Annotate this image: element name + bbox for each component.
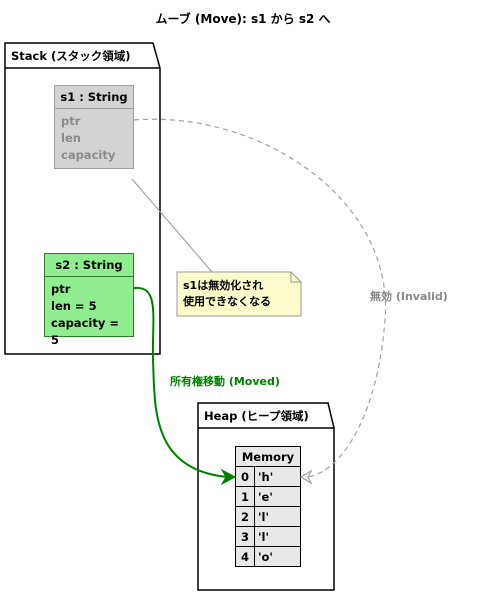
memory-value: 'o' (254, 546, 301, 567)
moved-label: 所有権移動 (Moved) (170, 375, 280, 388)
s2-field-ptr: ptr (51, 282, 71, 296)
s2-field-len: len = 5 (51, 299, 97, 313)
memory-row: 0 'h' (235, 466, 301, 487)
memory-index: 2 (235, 506, 255, 527)
memory-index: 3 (235, 526, 255, 547)
diagram-title: ムーブ (Move): s1 から s2 へ (155, 12, 331, 26)
s2-string-box: s2 : String ptr len = 5 capacity = 5 (44, 253, 134, 347)
note-text: s1は無効化され 使用できなくなる (183, 278, 271, 310)
memory-index: 0 (235, 466, 255, 487)
s2-field-capacity: capacity = 5 (51, 316, 119, 347)
s2-header: s2 : String (45, 254, 133, 277)
s1-fields: ptr len capacity (55, 109, 133, 164)
memory-value: 'h' (254, 466, 301, 487)
memory-table: Memory 0 'h' 1 'e' 2 'l' 3 'l' 4 'o' (235, 446, 301, 567)
s1-field-ptr: ptr (61, 114, 81, 128)
heap-package-label: Heap (ヒープ領域) (204, 409, 309, 423)
s1-field-len: len (61, 131, 81, 145)
note-line-2: 使用できなくなる (183, 295, 271, 308)
memory-row: 3 'l' (235, 526, 301, 547)
memory-row: 4 'o' (235, 546, 301, 567)
memory-row: 1 'e' (235, 486, 301, 507)
s1-header: s1 : String (55, 86, 133, 109)
s1-field-capacity: capacity (61, 148, 116, 162)
s1-string-box: s1 : String ptr len capacity (54, 85, 134, 169)
memory-value: 'l' (254, 506, 301, 527)
memory-index: 4 (235, 546, 255, 567)
memory-header: Memory (235, 446, 301, 467)
s2-fields: ptr len = 5 capacity = 5 (45, 277, 133, 349)
stack-package-label: Stack (スタック領域) (11, 49, 131, 63)
invalid-label: 無効 (Invalid) (370, 290, 448, 303)
memory-value: 'e' (254, 486, 301, 507)
note-line-1: s1は無効化され (183, 279, 264, 292)
memory-row: 2 'l' (235, 506, 301, 527)
memory-value: 'l' (254, 526, 301, 547)
memory-header-row: Memory (235, 446, 301, 467)
memory-index: 1 (235, 486, 255, 507)
